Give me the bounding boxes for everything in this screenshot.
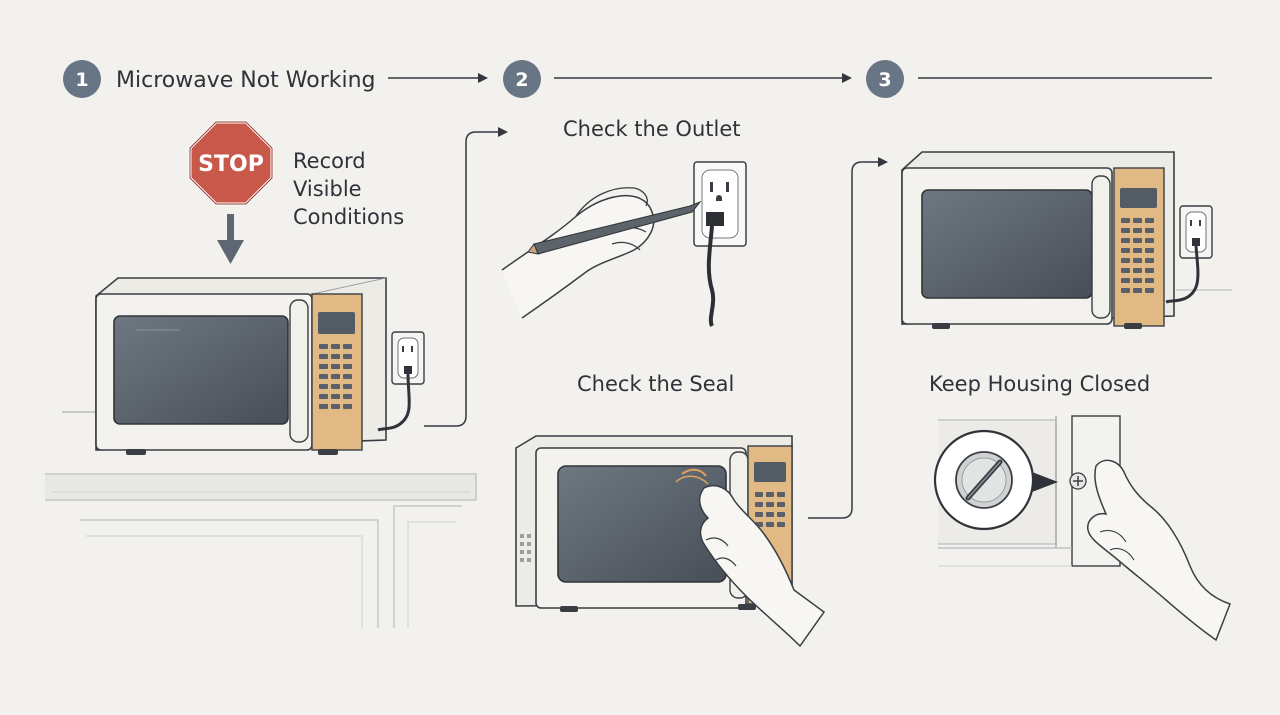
wall-outlet-step-2 (693, 161, 747, 327)
hand-on-seal (698, 484, 826, 648)
stop-sign-text: STOP (198, 152, 264, 177)
record-line-1: Record (293, 149, 366, 173)
step-2-number: 2 (515, 69, 528, 91)
hand-with-pencil (501, 187, 702, 319)
outlet-step-1 (377, 331, 425, 432)
check-outlet-label: Check the Outlet (563, 117, 740, 141)
outlet-step-3 (1165, 205, 1213, 304)
connector-step2-step3 (808, 157, 888, 519)
connector-step1-step2 (424, 127, 508, 427)
hand-on-housing (1087, 459, 1231, 642)
step-flow: 1 Microwave Not Working 2 3 (63, 60, 1212, 98)
keep-housing-closed-label: Keep Housing Closed (929, 372, 1150, 396)
microwave-step-1 (95, 277, 387, 455)
step-3-circle (866, 60, 904, 98)
step-1-circle (63, 60, 101, 98)
step-2-circle (503, 60, 541, 98)
record-line-3: Conditions (293, 205, 404, 229)
step-1-number: 1 (75, 69, 88, 91)
step-3-number: 3 (878, 69, 891, 91)
check-seal-label: Check the Seal (577, 372, 734, 396)
stop-sign: STOP (188, 120, 274, 206)
microwave-step-3 (901, 151, 1232, 329)
record-line-2: Visible (293, 177, 362, 201)
step-1-title: Microwave Not Working (116, 68, 376, 93)
kitchen-counter (45, 411, 477, 628)
screw-magnifier-icon (933, 429, 1058, 531)
down-arrow-icon (217, 214, 244, 264)
